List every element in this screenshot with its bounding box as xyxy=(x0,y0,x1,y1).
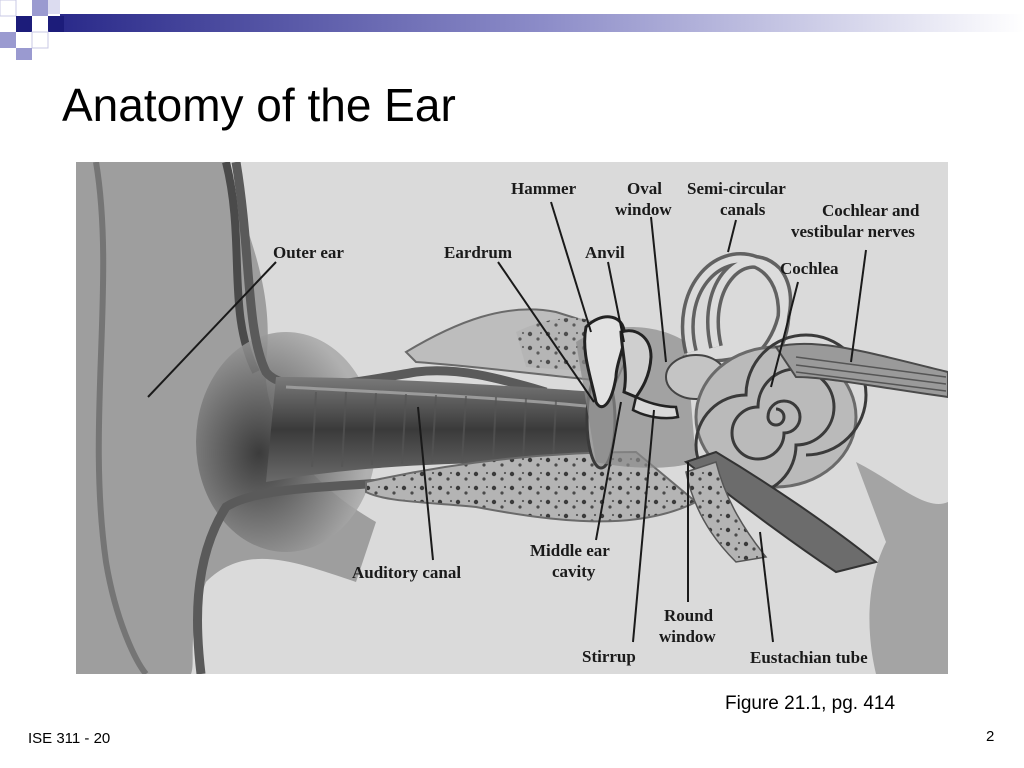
label-semicircular-canals-2: canals xyxy=(720,200,766,219)
deco-square xyxy=(16,48,32,60)
label-oval-window: Oval xyxy=(627,179,662,198)
page-number: 2 xyxy=(986,728,995,745)
label-eardrum: Eardrum xyxy=(444,243,512,262)
label-middle-ear-2: cavity xyxy=(552,562,596,581)
hammer-shape xyxy=(583,315,626,409)
label-eustachian-tube: Eustachian tube xyxy=(750,648,868,667)
label-middle-ear: Middle ear xyxy=(530,541,610,560)
ear-anatomy-figure: Hammer Oval window Semi-circular canals … xyxy=(76,162,948,674)
deco-square xyxy=(0,0,17,17)
deco-square xyxy=(48,0,60,14)
slide-footer: ISE 311 - 20 xyxy=(28,730,111,747)
nerves-shape xyxy=(774,342,948,399)
label-round-window-2: window xyxy=(659,627,716,646)
deco-square xyxy=(31,31,49,49)
label-anvil: Anvil xyxy=(585,243,625,262)
label-round-window: Round xyxy=(664,606,714,625)
label-outer-ear: Outer ear xyxy=(273,243,344,262)
label-stirrup: Stirrup xyxy=(582,647,636,666)
label-cochlear-nerves: Cochlear and xyxy=(822,201,920,220)
auditory-canal-shape xyxy=(266,377,616,482)
ear-diagram: Hammer Oval window Semi-circular canals … xyxy=(76,162,948,674)
deco-square xyxy=(0,32,16,48)
label-cochlear-nerves-2: vestibular nerves xyxy=(791,222,915,241)
label-cochlea: Cochlea xyxy=(780,259,839,278)
label-hammer: Hammer xyxy=(511,179,577,198)
label-oval-window-2: window xyxy=(615,200,672,219)
deco-square xyxy=(32,0,48,16)
stirrup-shape xyxy=(631,395,680,420)
anvil-shape xyxy=(619,329,653,399)
deco-square xyxy=(48,16,64,32)
corner-decoration xyxy=(0,0,1024,60)
figure-caption: Figure 21.1, pg. 414 xyxy=(725,693,896,714)
top-gradient-bar xyxy=(60,14,1024,32)
label-semicircular-canals: Semi-circular xyxy=(687,179,786,198)
label-auditory-canal: Auditory canal xyxy=(352,563,461,582)
deco-square xyxy=(16,16,32,32)
eustachian-tube-shape xyxy=(683,450,879,574)
slide-title: Anatomy of the Ear xyxy=(62,79,456,131)
